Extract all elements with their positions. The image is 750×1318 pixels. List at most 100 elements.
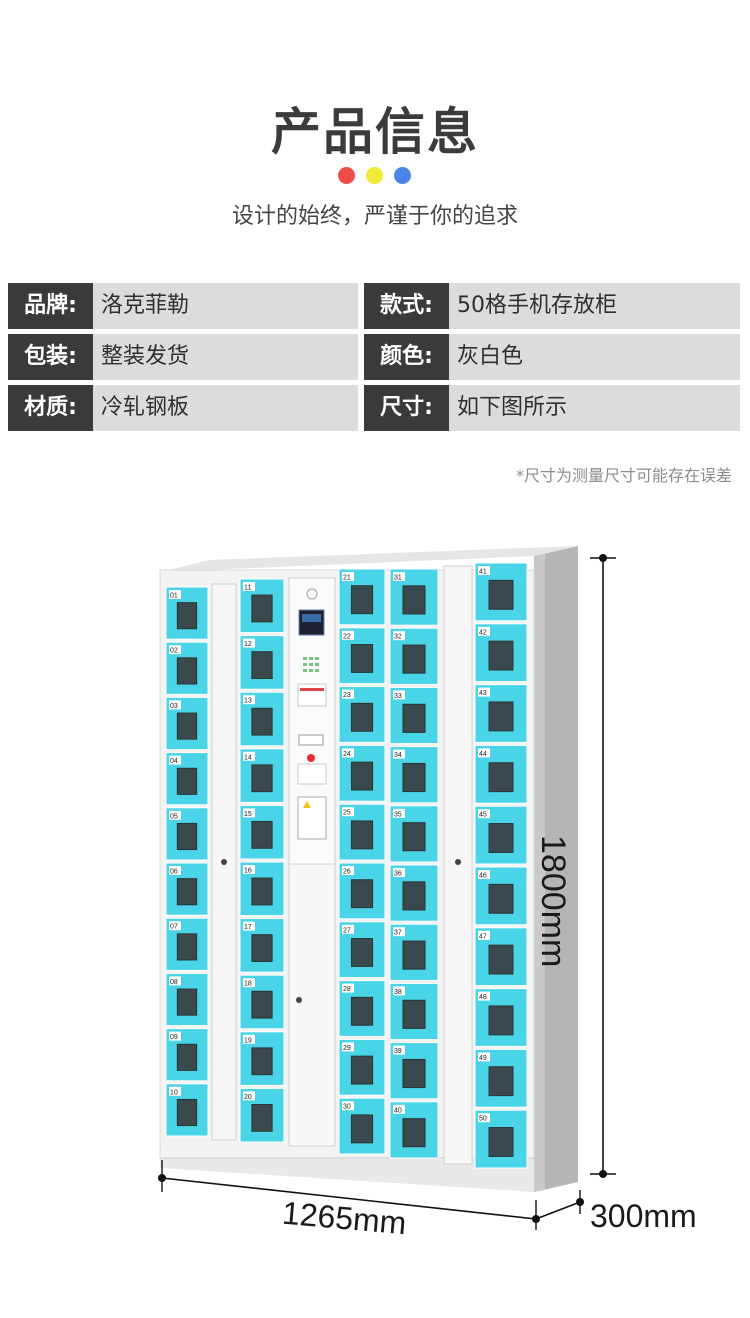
spec-value: 灰白色	[449, 334, 740, 380]
spec-material: 材质: 冷轧钢板	[8, 385, 358, 431]
locker-door: 01	[165, 586, 209, 640]
keypad	[303, 657, 319, 672]
cabinet-side-shade	[534, 553, 545, 1192]
locker-window	[176, 1043, 198, 1071]
blue-dot	[394, 167, 411, 184]
locker-number: 20	[244, 1094, 252, 1101]
locker-door: 18	[239, 974, 285, 1030]
height-label: 1800mm	[534, 835, 572, 968]
locker-window	[251, 877, 273, 906]
locker-number: 34	[394, 752, 402, 759]
locker-window	[402, 940, 426, 970]
yellow-dot	[366, 167, 383, 184]
locker-window	[488, 823, 514, 853]
locker-number: 21	[343, 575, 351, 582]
locker-door: 25	[338, 803, 386, 861]
locker-window	[350, 702, 374, 732]
dimension-dot	[599, 1170, 607, 1178]
locker-window	[488, 1005, 514, 1036]
spec-table: 品牌: 洛克菲勒 款式: 50格手机存放柜 包装: 整装发货 颜色: 灰白色 材…	[8, 283, 740, 436]
spec-brand: 品牌: 洛克菲勒	[8, 283, 358, 329]
locker-number: 02	[170, 648, 178, 655]
locker-door: 10	[165, 1083, 209, 1137]
locker-door: 35	[389, 805, 439, 863]
locker-door: 28	[338, 980, 386, 1037]
locker-window	[402, 999, 426, 1029]
locker-door: 31	[389, 568, 439, 626]
door-lock-icon	[455, 859, 461, 865]
locker-door: 39	[389, 1042, 439, 1100]
locker-number: 31	[394, 575, 402, 582]
locker-number: 12	[244, 641, 252, 648]
locker-door: 09	[165, 1028, 209, 1082]
emergency-button	[307, 754, 315, 762]
locker-number: 49	[479, 1055, 487, 1062]
locker-number: 19	[244, 1037, 252, 1044]
spec-packaging: 包装: 整装发货	[8, 334, 358, 380]
locker-number: 39	[394, 1048, 402, 1055]
locker-number: 15	[244, 811, 252, 818]
locker-number: 23	[343, 692, 351, 699]
locker-window	[350, 938, 374, 967]
locker-door: 14	[239, 748, 285, 803]
spec-style: 款式: 50格手机存放柜	[364, 283, 740, 329]
dimension-dot	[576, 1198, 584, 1206]
locker-number: 28	[343, 986, 351, 993]
locker-number: 44	[479, 751, 487, 758]
warning-icon	[303, 801, 311, 808]
locker-window	[251, 1103, 273, 1132]
locker-window	[176, 602, 198, 630]
locker-door: 07	[165, 917, 209, 971]
locker-number: 45	[479, 812, 487, 819]
locker-number: 25	[343, 810, 351, 817]
locker-door: 24	[338, 744, 386, 802]
locker-door: 21	[338, 568, 386, 626]
cabinet-top	[160, 546, 578, 572]
locker-door: 29	[338, 1038, 386, 1096]
locker-window	[251, 1047, 273, 1076]
locker-window	[176, 988, 198, 1016]
locker-number: 22	[343, 633, 351, 640]
spec-row: 包装: 整装发货 颜色: 灰白色	[8, 334, 740, 380]
locker-number: 18	[244, 981, 252, 988]
locker-number: 05	[170, 813, 178, 820]
spec-label: 品牌:	[8, 283, 93, 329]
locker-door: 17	[239, 918, 285, 973]
locker-number: 07	[170, 924, 178, 931]
measurement-note: *尺寸为测量尺寸可能存在误差	[515, 466, 732, 485]
locker-door: 19	[239, 1031, 285, 1086]
locker-number: 46	[479, 873, 487, 880]
width-dimension-line	[161, 1177, 537, 1220]
locker-number: 32	[394, 634, 402, 641]
locker-door: 27	[338, 921, 386, 979]
locker-window	[176, 657, 198, 685]
control-sticker	[297, 683, 327, 707]
locker-window	[350, 1114, 374, 1144]
locker-door: 41	[474, 562, 528, 622]
locker-window	[488, 762, 514, 793]
locker-number: 03	[170, 703, 178, 710]
control-screen	[298, 609, 325, 636]
control-switch	[298, 734, 324, 746]
locker-door: 20	[239, 1087, 285, 1143]
cabinet-illustration: 0102030405060708091011121314151617181920…	[158, 546, 616, 1230]
locker-window	[251, 990, 273, 1019]
spec-size: 尺寸: 如下图所示	[364, 385, 740, 431]
spec-row: 品牌: 洛克菲勒 款式: 50格手机存放柜	[8, 283, 740, 329]
locker-window	[176, 767, 198, 795]
locker-door: 12	[239, 635, 285, 690]
locker-door: 38	[389, 982, 439, 1041]
locker-door: 43	[474, 684, 528, 743]
locker-number: 17	[244, 924, 252, 931]
locker-window	[251, 707, 273, 736]
locker-number: 08	[170, 979, 178, 986]
locker-door: 46	[474, 866, 528, 926]
locker-door: 05	[165, 807, 209, 861]
locker-door: 13	[239, 691, 285, 747]
spec-color: 颜色: 灰白色	[364, 334, 740, 380]
locker-window	[251, 764, 273, 793]
locker-window	[350, 644, 374, 673]
spec-label: 尺寸:	[364, 385, 449, 431]
locker-number: 10	[170, 1089, 178, 1096]
locker-window	[402, 822, 426, 852]
